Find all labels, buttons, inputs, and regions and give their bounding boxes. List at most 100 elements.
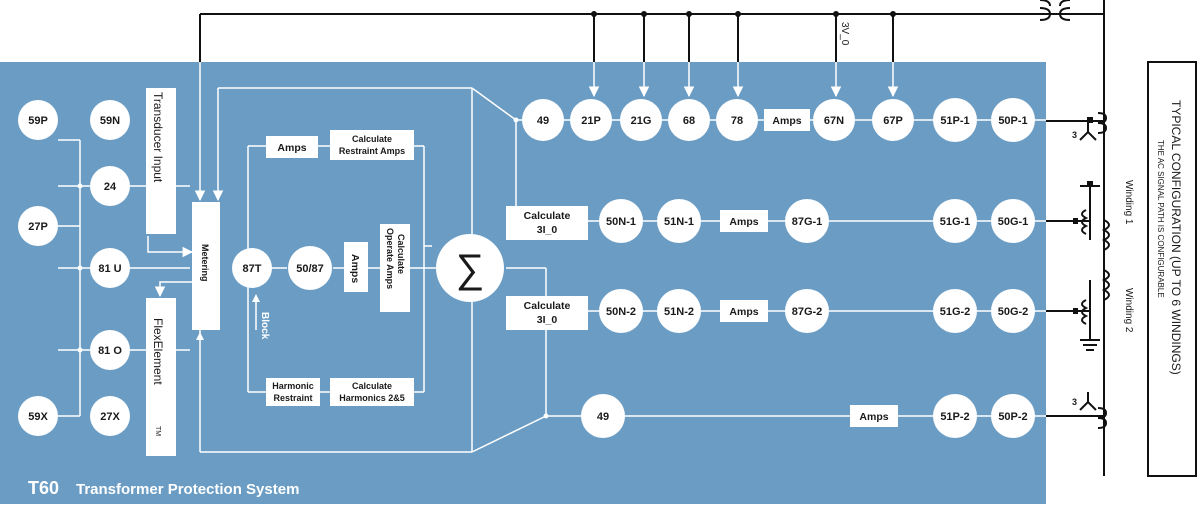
svg-text:50/87: 50/87 [296, 263, 324, 275]
node-59X[interactable] [18, 396, 58, 436]
svg-text:51N-1: 51N-1 [664, 216, 694, 228]
svg-text:Amps: Amps [859, 411, 888, 423]
summation-node[interactable] [436, 234, 504, 302]
node-59P[interactable] [18, 100, 58, 140]
svg-text:51N-2: 51N-2 [664, 306, 694, 318]
calc-operate-box[interactable] [380, 224, 410, 312]
row-1-nodes: 49 21P 21G 68 78 Amps 67N 67P 51P-1 50P-… [522, 98, 1035, 142]
amps-row1-box[interactable] [764, 109, 810, 131]
system-title: Transformer Protection System [76, 481, 299, 498]
metering-block[interactable] [192, 202, 220, 330]
node-50N-2[interactable] [599, 289, 643, 333]
node-21P[interactable] [570, 99, 612, 141]
transducer-input-label: Transducer Input [151, 92, 165, 183]
model-title: T60 [28, 478, 59, 498]
node-50G-1[interactable] [991, 199, 1035, 243]
svg-text:Calculate: Calculate [524, 300, 571, 312]
svg-text:Restraint: Restraint [273, 393, 312, 403]
svg-text:78: 78 [731, 115, 743, 127]
svg-text:Calculate: Calculate [352, 381, 392, 391]
calc-harmonics-box[interactable] [330, 378, 414, 406]
winding-2-label: Winding 2 [1123, 288, 1134, 333]
calc-restraint-box[interactable] [330, 130, 414, 160]
svg-text:Harmonic: Harmonic [272, 381, 314, 391]
node-51G-2[interactable] [933, 289, 977, 333]
svg-text:21G: 21G [631, 115, 652, 127]
amps-row3-box[interactable] [720, 300, 768, 322]
node-49-b[interactable] [581, 394, 625, 438]
svg-text:Calculate: Calculate [396, 234, 406, 274]
calc-3i0-box-1[interactable] [506, 206, 588, 240]
calc-3i0-box-2[interactable] [506, 296, 588, 330]
svg-text:81 U: 81 U [98, 263, 121, 275]
svg-text:50N-1: 50N-1 [606, 216, 636, 228]
amps-operate-box[interactable] [344, 242, 368, 292]
svg-text:59P: 59P [28, 115, 48, 127]
node-50N-1[interactable] [599, 199, 643, 243]
node-51N-1[interactable] [657, 199, 701, 243]
node-87G-1[interactable] [785, 199, 829, 243]
svg-text:67P: 67P [883, 115, 903, 127]
svg-text:59X: 59X [28, 411, 48, 423]
typical-config-note: THE AC SIGNAL PATH IS CONFIGURABLE [1156, 140, 1165, 298]
amps-row4-box[interactable] [850, 405, 898, 427]
amps-restraint-box[interactable] [266, 136, 318, 158]
flexelement-block[interactable] [146, 298, 176, 456]
svg-text:87G-2: 87G-2 [792, 306, 823, 318]
svg-text:Amps: Amps [349, 254, 361, 283]
svg-text:59N: 59N [100, 115, 120, 127]
node-27X[interactable] [90, 396, 130, 436]
node-21G[interactable] [620, 99, 662, 141]
svg-text:51P-1: 51P-1 [940, 115, 969, 127]
node-24[interactable] [90, 166, 130, 206]
amps-row2-box[interactable] [720, 210, 768, 232]
svg-text:50P-2: 50P-2 [998, 411, 1027, 423]
block-arrow-icon [252, 294, 260, 302]
node-81O[interactable] [90, 330, 130, 370]
svg-text:68: 68 [683, 115, 695, 127]
row-2-nodes: 50N-1 51N-1 Amps 87G-1 51G-1 50G-1 [599, 199, 1035, 243]
svg-text:Amps: Amps [729, 216, 758, 228]
node-50G-2[interactable] [991, 289, 1035, 333]
node-49-a[interactable] [522, 99, 564, 141]
svg-text:50G-1: 50G-1 [998, 216, 1029, 228]
node-81U[interactable] [90, 248, 130, 288]
node-51G-1[interactable] [933, 199, 977, 243]
harmonic-restraint-box[interactable] [266, 378, 320, 406]
node-27P[interactable] [18, 206, 58, 246]
v0-label: 3V_0 [839, 22, 850, 46]
node-50P-1[interactable] [991, 98, 1035, 142]
node-68[interactable] [668, 99, 710, 141]
svg-text:51P-2: 51P-2 [940, 411, 969, 423]
typical-config-title: TYPICAL CONFIGURATION (UP TO 6 WINDINGS) [1169, 100, 1183, 375]
svg-text:Amps: Amps [729, 306, 758, 318]
node-5087[interactable] [288, 246, 332, 290]
node-59N[interactable] [90, 100, 130, 140]
svg-text:24: 24 [104, 181, 117, 193]
node-51P-2[interactable] [933, 394, 977, 438]
node-51N-2[interactable] [657, 289, 701, 333]
svg-text:81 O: 81 O [98, 345, 122, 357]
svg-text:27P: 27P [28, 221, 48, 233]
node-87G-2[interactable] [785, 289, 829, 333]
svg-text:Amps: Amps [772, 115, 801, 127]
node-51P-1[interactable] [933, 98, 977, 142]
metering-label: Metering [200, 244, 210, 282]
voltage-transformer-icon [1039, 0, 1104, 21]
node-67N[interactable] [813, 99, 855, 141]
winding-1-label: Winding 1 [1123, 180, 1134, 225]
white-junction-dots [77, 117, 549, 419]
transducer-input-block[interactable] [146, 88, 176, 234]
svg-text:50G-2: 50G-2 [998, 306, 1029, 318]
svg-text:3I_0: 3I_0 [537, 314, 558, 326]
node-78[interactable] [716, 99, 758, 141]
svg-text:3I_0: 3I_0 [537, 224, 558, 236]
node-67P[interactable] [872, 99, 914, 141]
ct-count-1: 3 [1072, 130, 1077, 140]
svg-text:27X: 27X [100, 411, 120, 423]
node-87T[interactable] [232, 248, 272, 288]
junction-dots [591, 11, 896, 17]
svg-text:49: 49 [597, 411, 609, 423]
node-50P-2[interactable] [991, 394, 1035, 438]
svg-text:21P: 21P [581, 115, 601, 127]
